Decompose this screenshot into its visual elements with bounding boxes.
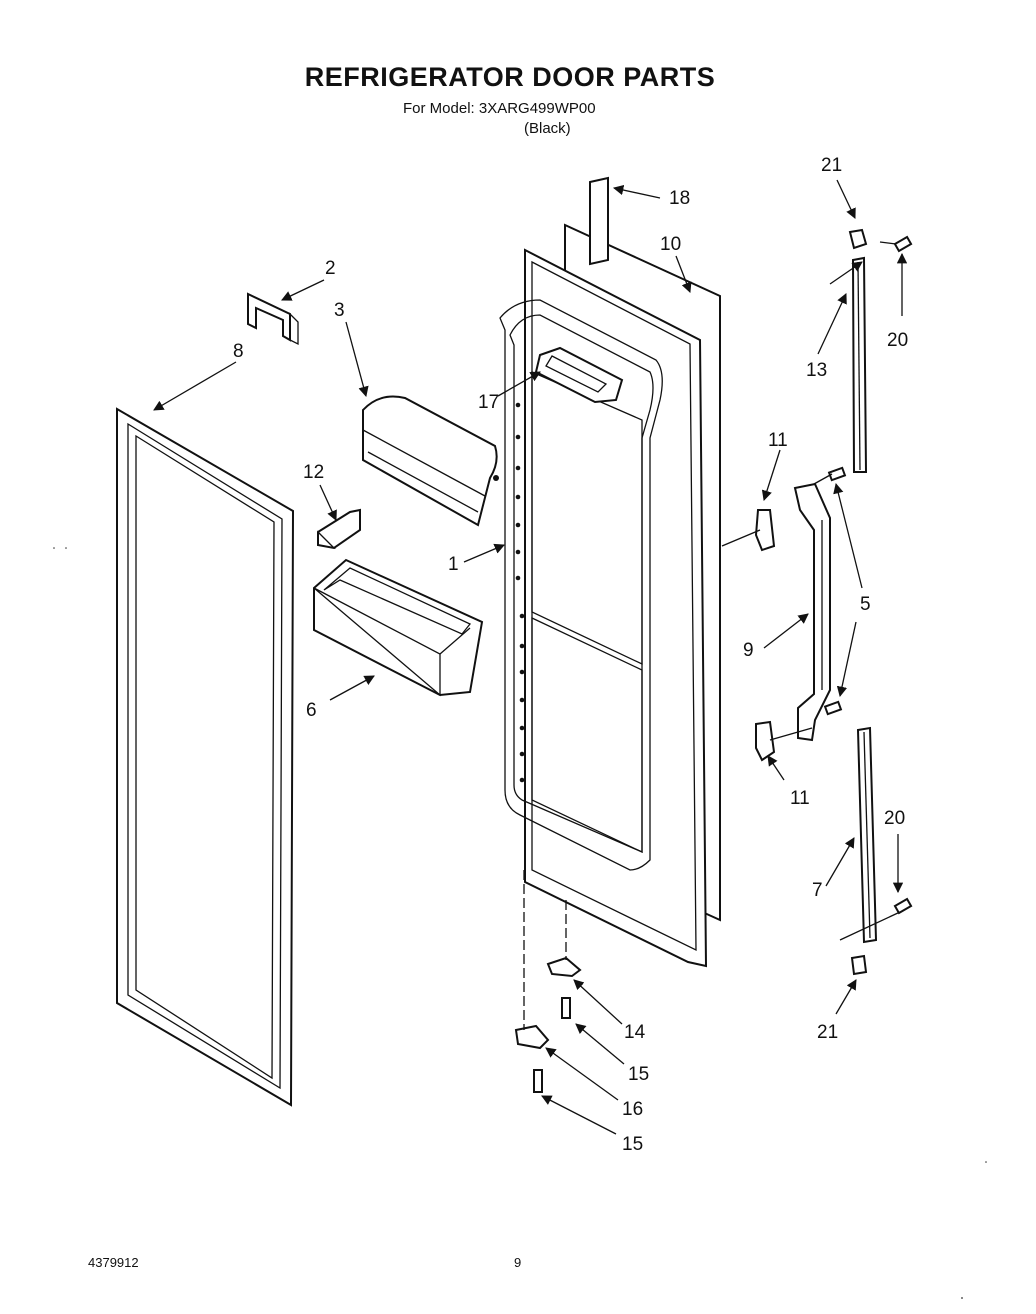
- hinge-trim-bottom-part: [856, 726, 878, 944]
- hinge-bracket-part: [546, 956, 582, 978]
- callout-14: 14: [624, 1022, 646, 1043]
- handle-clip-bottom-part: [755, 720, 776, 762]
- screw-top-part: [893, 235, 913, 253]
- callout-15-bottom: 15: [622, 1134, 643, 1155]
- callout-21-bottom: 21: [817, 1022, 838, 1043]
- callout-21-top: 21: [821, 155, 842, 176]
- callout-3: 3: [334, 300, 345, 321]
- callout-2: 2: [325, 258, 336, 279]
- callout-17: 17: [478, 392, 499, 413]
- trim-strip-part: [589, 176, 609, 266]
- callout-11-bottom: 11: [790, 788, 810, 809]
- door-liner-part: [499, 248, 708, 968]
- page-number: 9: [514, 1255, 522, 1270]
- callout-5: 5: [860, 594, 871, 615]
- screw-bottom-part: [893, 897, 913, 915]
- callout-6: 6: [306, 700, 317, 721]
- door-bin-part: [313, 558, 484, 697]
- document-number: 4379912: [88, 1255, 139, 1270]
- hinge-cap-bottom-part: [850, 954, 868, 976]
- clip-part: [317, 508, 361, 550]
- callout-7: 7: [812, 880, 823, 901]
- callout-11-top: 11: [768, 430, 788, 451]
- callout-20-bottom: 20: [884, 808, 905, 829]
- model-line: For Model: 3XARG499WP00: [403, 100, 596, 117]
- hinge-cap-top-part: [848, 228, 868, 250]
- bracket-part: [247, 292, 299, 346]
- door-gasket-part: [116, 407, 295, 1107]
- callout-15-top: 15: [628, 1064, 649, 1085]
- screw-handle-bottom-part: [823, 700, 843, 716]
- screw-hinge-part: [561, 997, 571, 1019]
- handle-clip-top-part: [754, 509, 776, 552]
- callout-16: 16: [622, 1099, 643, 1120]
- callout-12: 12: [303, 462, 324, 483]
- hinge-trim-top-part: [851, 256, 868, 473]
- screw-handle-top-part: [827, 466, 847, 482]
- callout-8: 8: [233, 341, 244, 362]
- screw-pin-part: [533, 1069, 543, 1093]
- page-title: REFRIGERATOR DOOR PARTS: [304, 62, 716, 92]
- bin-cover-part: [362, 395, 499, 527]
- callout-1: 1: [448, 554, 459, 575]
- hinge-pin-part: [514, 1024, 550, 1050]
- callout-10: 10: [660, 234, 681, 255]
- callout-18: 18: [669, 188, 690, 209]
- callout-20-top: 20: [887, 330, 908, 351]
- callout-9: 9: [743, 640, 754, 661]
- door-handle-part: [793, 482, 831, 742]
- color-line: (Black): [524, 120, 571, 137]
- callout-13: 13: [806, 360, 827, 381]
